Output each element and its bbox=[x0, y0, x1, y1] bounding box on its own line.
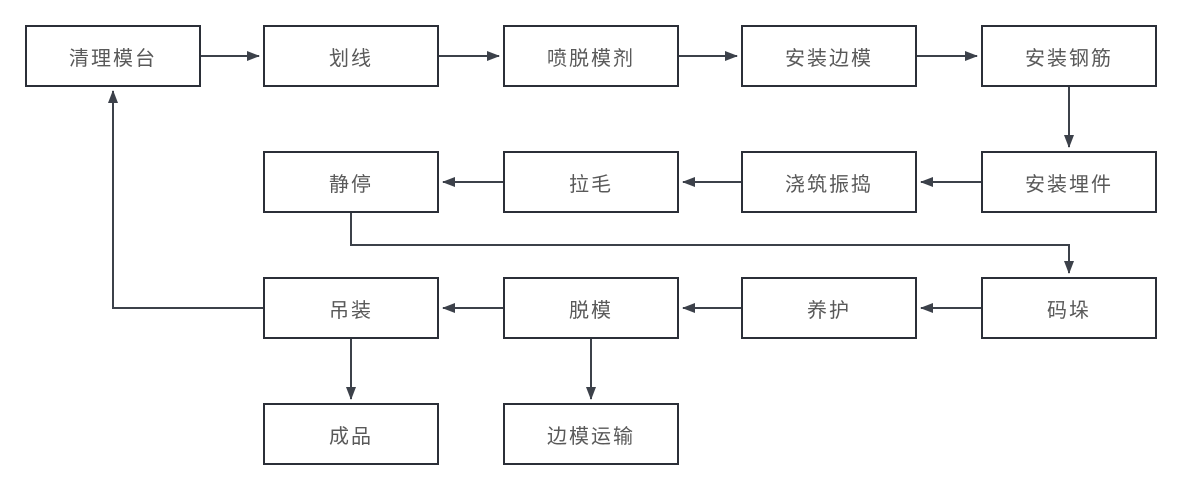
arrow-hoisting-to-clean-mold-table bbox=[108, 90, 263, 309]
node-clean-mold-table: 清理模台 bbox=[25, 25, 201, 87]
node-stacking: 码垛 bbox=[981, 277, 1157, 339]
node-side-form-transport: 边模运输 bbox=[503, 403, 679, 465]
node-roughening: 拉毛 bbox=[503, 151, 679, 213]
node-demolding: 脱模 bbox=[503, 277, 679, 339]
node-resting: 静停 bbox=[263, 151, 439, 213]
node-spray-release-agent: 喷脱模剂 bbox=[503, 25, 679, 87]
arrow-resting-to-stacking bbox=[350, 213, 1074, 274]
node-line-marking: 划线 bbox=[263, 25, 439, 87]
node-install-side-forms: 安装边模 bbox=[741, 25, 917, 87]
node-install-rebar: 安装钢筋 bbox=[981, 25, 1157, 87]
node-hoisting: 吊装 bbox=[263, 277, 439, 339]
node-pour-vibrate: 浇筑振捣 bbox=[741, 151, 917, 213]
node-curing: 养护 bbox=[741, 277, 917, 339]
node-install-embedded-parts: 安装埋件 bbox=[981, 151, 1157, 213]
node-finished-product: 成品 bbox=[263, 403, 439, 465]
